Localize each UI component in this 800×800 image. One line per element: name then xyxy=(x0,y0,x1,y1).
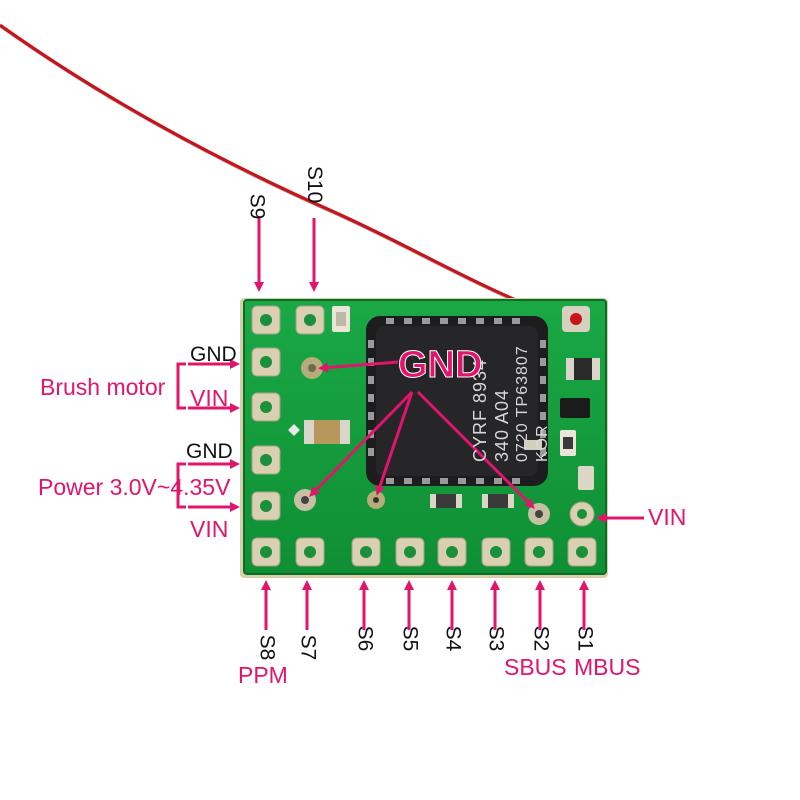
chip-marking-2: 340 A04 xyxy=(492,388,512,462)
pin-label-s3: S3 xyxy=(484,625,508,652)
ppm-label: PPM xyxy=(238,662,288,688)
left-gnd-top: GND xyxy=(190,343,237,366)
smd-components xyxy=(288,306,600,508)
gnd-arrows xyxy=(309,360,535,509)
power-label: Power 3.0V~4.35V xyxy=(38,474,231,500)
pin-label-s5: S5 xyxy=(398,625,422,652)
right-vin-label: VIN xyxy=(648,504,687,530)
left-vin-bottom: VIN xyxy=(190,516,229,542)
left-arrows xyxy=(176,359,240,512)
pin-label-s4: S4 xyxy=(441,625,465,652)
rf-chip xyxy=(366,316,548,486)
antenna-wire xyxy=(0,23,576,325)
pin-label-s8: S8 xyxy=(255,634,279,661)
sbus-label: SBUS xyxy=(504,654,567,680)
pin-label-s10: S10 xyxy=(303,165,327,204)
pin-label-s6: S6 xyxy=(353,625,377,652)
antenna-pad xyxy=(562,306,590,332)
pin-label-s1: S1 xyxy=(573,625,597,652)
bottom-pads xyxy=(295,537,597,567)
top-arrows xyxy=(254,218,319,292)
chip-marking-4: KOR xyxy=(534,424,551,462)
left-vin-top: VIN xyxy=(190,385,229,411)
left-gnd-bottom: GND xyxy=(186,440,233,463)
pin-label-s9: S9 xyxy=(245,193,269,220)
pin-label-s7: S7 xyxy=(296,634,320,661)
center-gnd-label: GND xyxy=(397,344,483,386)
chip-marking-3: 0720 TP63807 xyxy=(514,345,531,462)
pin-label-s2: S2 xyxy=(529,625,553,652)
bottom-arrows xyxy=(261,580,589,630)
s10-pad xyxy=(295,305,325,335)
mbus-label: MBUS xyxy=(574,654,641,680)
brush-motor-label: Brush motor xyxy=(40,374,166,400)
